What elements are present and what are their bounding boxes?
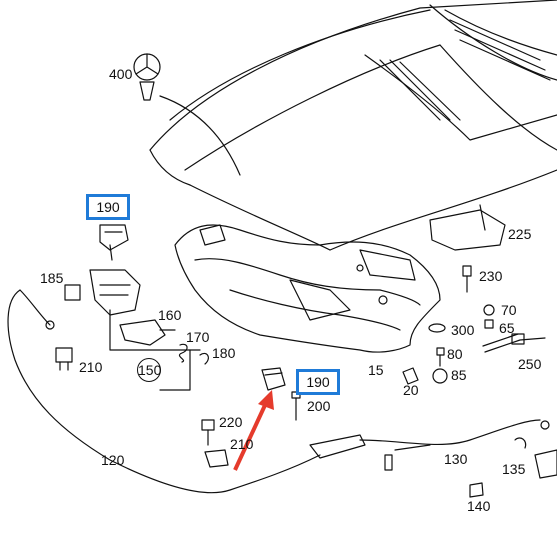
spring-part [178,343,188,363]
bolt-230 [462,265,472,293]
bolt-200 [291,391,301,421]
striker-part-right [261,367,286,391]
hood-panel [149,0,557,251]
callout-225: 225 [508,226,532,242]
callout-200: 200 [307,398,331,414]
callout-20: 20 [403,382,419,398]
latch-assembly [64,269,176,346]
callout-190-highlight-right: 190 [296,369,340,395]
emblem-part [133,53,161,101]
clip-210-left [55,347,73,371]
callout-160: 160 [158,307,182,323]
striker-part-left [99,224,129,261]
callout-135: 135 [502,461,526,477]
clip-210-center [204,449,229,468]
callout-170: 170 [186,329,210,345]
hood-liner [174,224,441,353]
bolt-220 [201,419,215,446]
red-arrow [233,390,274,471]
callout-180: 180 [212,345,236,361]
callout-70: 70 [501,302,517,318]
callout-120: 120 [101,452,125,468]
callout-210-center: 210 [230,436,254,452]
callout-150: 150 [137,358,161,382]
callout-85: 85 [451,367,467,383]
callout-300: 300 [451,322,475,338]
callout-190-highlight-left: 190 [86,194,130,220]
callout-250: 250 [518,356,542,372]
callout-400: 400 [109,66,133,82]
callout-210-left: 210 [79,359,103,375]
bracket-225 [429,204,506,251]
callout-15: 15 [368,362,384,378]
callout-220: 220 [219,414,243,430]
gas-strut [482,333,546,353]
release-cable [7,289,321,494]
callout-130: 130 [444,451,468,467]
callout-230: 230 [479,268,503,284]
callout-185: 185 [40,270,64,286]
callout-140: 140 [467,498,491,514]
callout-65: 65 [499,320,515,336]
release-handle [309,419,550,459]
callout-80: 80 [447,346,463,362]
